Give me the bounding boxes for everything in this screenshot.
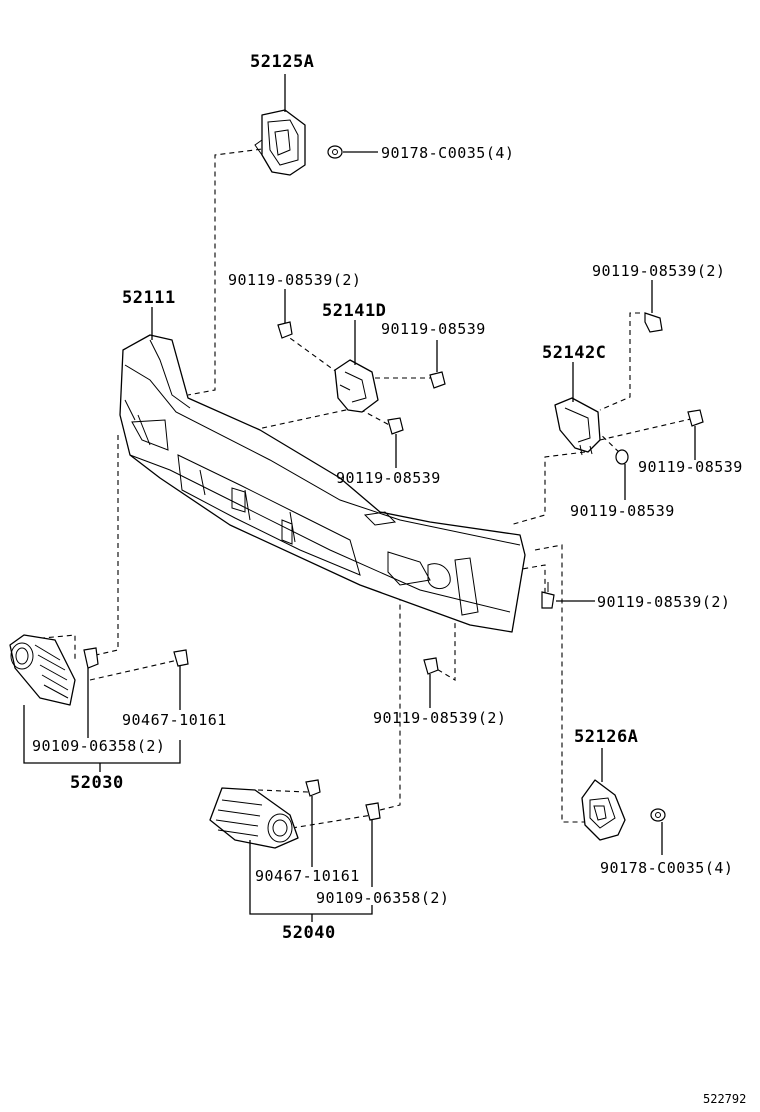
label-bracket-lower-right: 52126A [574,727,638,747]
assembly-guide-lines [21,147,696,829]
part-labels: 52125A 90178-C0035(4) 52111 90119-08539(… [32,52,746,1106]
label-nut-upper: 90178-C0035(4) [381,144,514,162]
screw-icon-e [687,409,704,427]
label-bolt-left: 90109-06358(2) [32,737,165,755]
label-screw-2-side: 90119-08539(2) [597,593,730,611]
diagram-id: 522792 [703,1092,746,1106]
nut-lower-icon [650,808,666,822]
screw-icon-g [541,582,555,609]
label-retainer-left: 52141D [322,301,386,321]
bumper-bracket-lower-right [581,779,626,841]
leader-lines [23,74,696,922]
bumper-retainer-left [334,359,379,413]
screw-icon-f [615,449,629,465]
screw-icon-d [644,312,663,333]
screw-icon-h [423,657,439,675]
screw-icon-c [387,417,404,435]
nut-upper-icon [327,145,343,159]
label-clip-right: 90467-10161 [255,867,360,885]
fog-lamp-cover-right [209,787,299,849]
label-clip-left: 90467-10161 [122,711,227,729]
bumper-bracket-upper-left [254,109,306,176]
clip-icon-right [305,779,321,797]
label-lamp-right: 52040 [282,923,336,943]
label-retainer-right: 52142C [542,343,606,363]
label-screw-2-bottom: 90119-08539(2) [373,709,506,727]
fog-lamp-cover-left [9,634,76,706]
front-bumper-cover [119,334,526,633]
clip-icon-left [173,649,189,667]
screw-icon-a [277,321,293,339]
label-screw-a: 90119-08539 [381,320,486,338]
bumper-retainer-right [554,397,601,456]
label-bumper-cover: 52111 [122,288,176,308]
bolt-icon-right [365,802,381,821]
bolt-icon-left [83,647,99,669]
label-bracket-upper-left: 52125A [250,52,314,72]
label-lamp-left: 52030 [70,773,124,793]
label-screw-2-right: 90119-08539(2) [592,262,725,280]
label-bolt-right: 90109-06358(2) [316,889,449,907]
label-screw-c: 90119-08539 [638,458,743,476]
label-screw-d: 90119-08539 [570,502,675,520]
screw-icon-b [429,371,446,389]
label-nut-lower: 90178-C0035(4) [600,859,733,877]
label-screw-2-left: 90119-08539(2) [228,271,361,289]
label-screw-b: 90119-08539 [336,469,441,487]
